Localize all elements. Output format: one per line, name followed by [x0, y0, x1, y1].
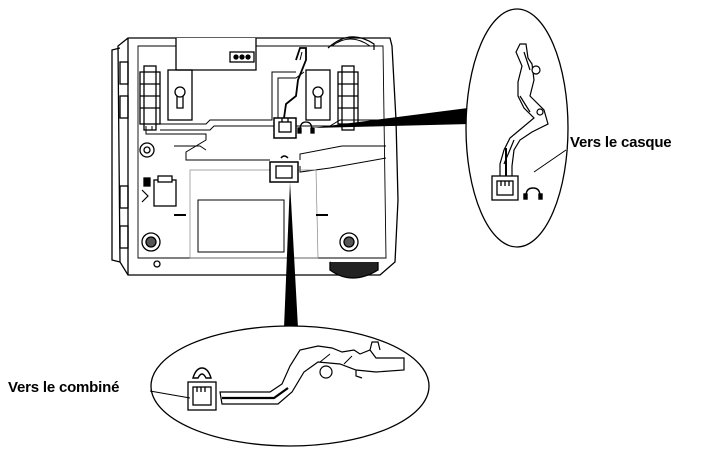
handset-jack — [269, 155, 299, 183]
handset-jack-detail — [187, 381, 217, 411]
handset-icon — [192, 367, 212, 379]
foot-right — [339, 232, 359, 252]
screw-mid-left — [139, 142, 155, 158]
headset-symbol — [297, 121, 315, 134]
handset-callout-beam — [284, 182, 298, 328]
left-hinge — [139, 65, 161, 131]
headset-jack-detail — [491, 175, 519, 201]
headset-label: Vers le casque — [570, 134, 672, 151]
handset-label: Vers le combiné — [8, 379, 120, 396]
handset-leader-line — [149, 390, 191, 399]
headset-callout-ellipse — [465, 8, 569, 248]
handset-callout — [149, 182, 430, 447]
wall-mount-slot-right — [305, 69, 331, 121]
phone-base — [111, 36, 399, 279]
wall-mount-slot-left — [167, 69, 193, 121]
headset-callout — [312, 8, 569, 248]
headset-icon — [523, 187, 543, 200]
headset-leader-line — [533, 149, 567, 173]
foot-left — [141, 232, 161, 252]
headset-jack — [273, 117, 297, 139]
headset-callout-beam — [312, 108, 470, 128]
